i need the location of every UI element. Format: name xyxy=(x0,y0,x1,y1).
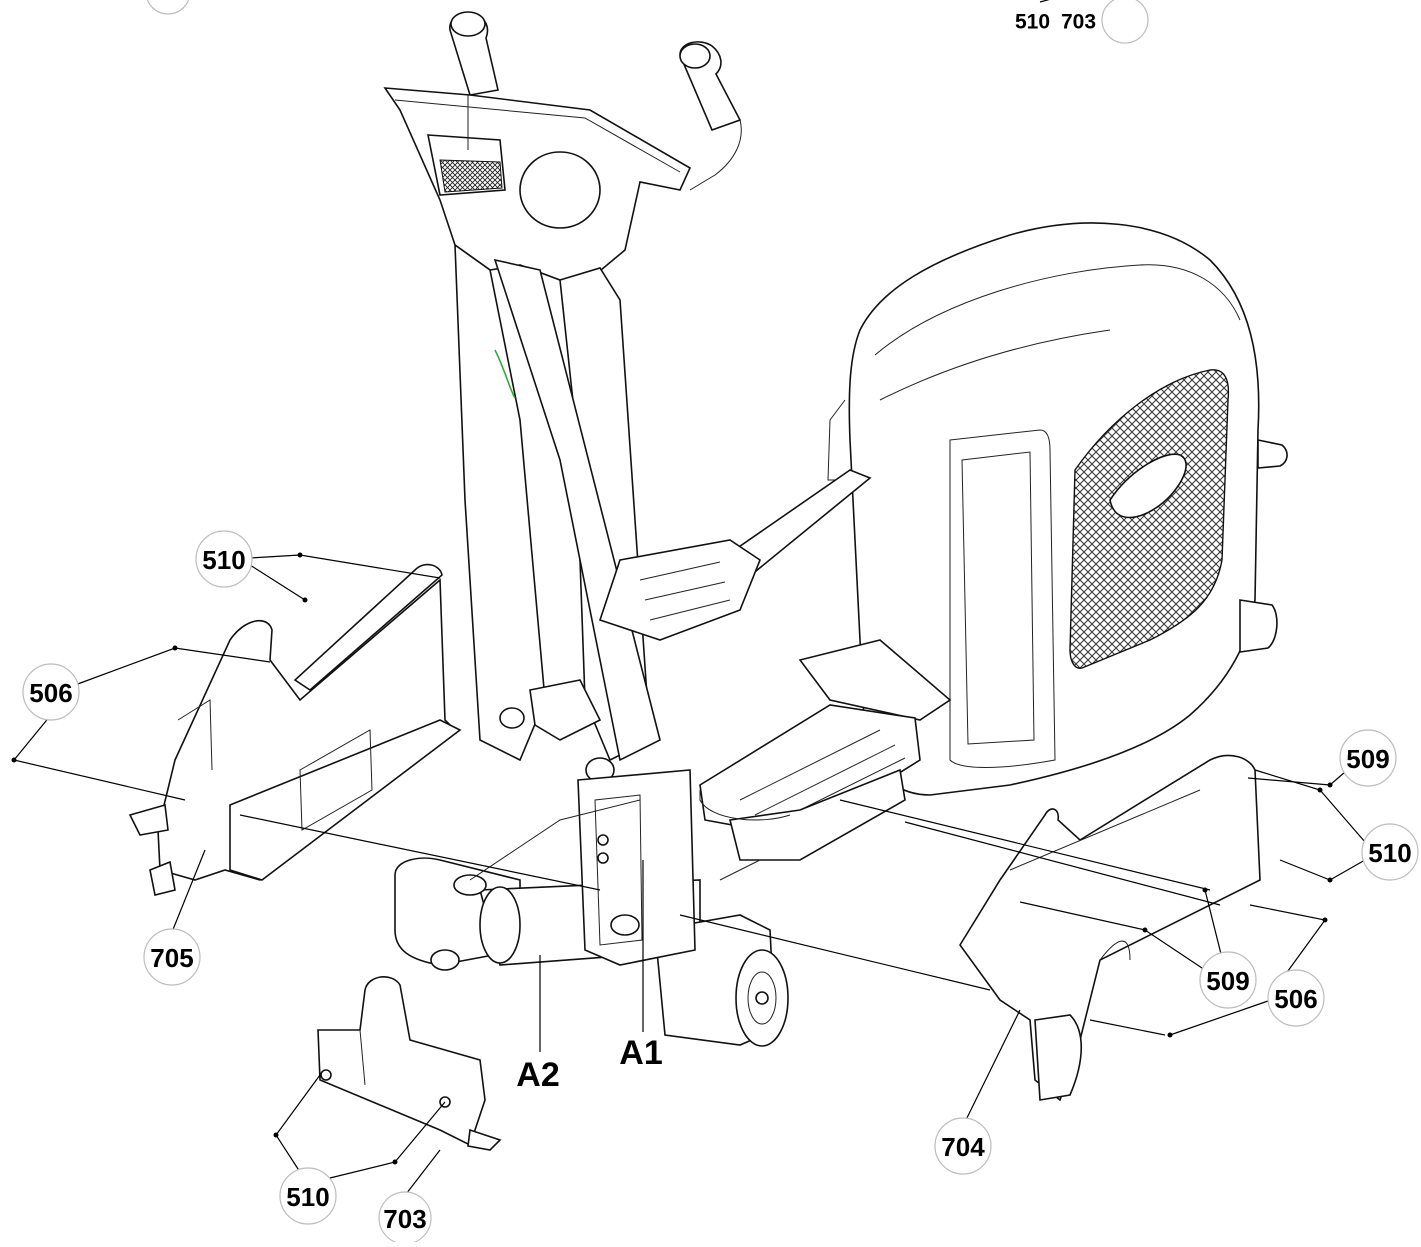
header-bubble-left-cropped xyxy=(146,0,190,15)
header-label-510: 510 xyxy=(1015,11,1050,34)
header-label-703: 703 xyxy=(1061,11,1096,34)
callout-text: 510 xyxy=(1368,838,1411,868)
pedal-lower xyxy=(699,704,921,861)
callout-510-right: 510 xyxy=(1361,823,1419,881)
assembly-label-a2: A2 xyxy=(516,1056,559,1094)
callout-509-upper: 509 xyxy=(1339,729,1397,787)
handlebars xyxy=(449,11,742,191)
header-empty-bubble xyxy=(1101,0,1149,44)
callout-506-right: 506 xyxy=(1267,969,1325,1027)
pedal-upper xyxy=(529,539,761,741)
callout-text: 509 xyxy=(1206,966,1249,996)
callout-510-left: 510 xyxy=(195,530,253,588)
callout-text: 506 xyxy=(29,678,72,708)
callout-509-lower: 509 xyxy=(1199,951,1257,1009)
part-705-left-cover xyxy=(128,563,462,896)
console-mast xyxy=(454,243,661,783)
assembly-label-a1: A1 xyxy=(619,1034,662,1072)
callout-text: 704 xyxy=(941,1132,985,1162)
main-housing xyxy=(827,222,1288,796)
front-stabilizer xyxy=(394,769,789,1047)
callout-text: 703 xyxy=(383,1204,426,1234)
callout-text: 509 xyxy=(1346,744,1389,774)
leader-lines xyxy=(11,552,1366,1199)
callout-510-bottom: 510 xyxy=(279,1167,337,1225)
part-704-right-cover xyxy=(959,754,1261,1102)
callout-506-left: 506 xyxy=(22,663,80,721)
part-703-front-cover xyxy=(317,976,502,1151)
callout-text: 705 xyxy=(150,943,193,973)
callout-703: 703 xyxy=(378,1191,432,1245)
callout-705: 705 xyxy=(143,928,201,986)
rear-rail xyxy=(718,469,952,721)
callout-text: 510 xyxy=(286,1182,329,1212)
console-head xyxy=(383,87,692,281)
callout-text: 506 xyxy=(1274,984,1317,1014)
header-callout: 510 703 xyxy=(1015,0,1149,44)
callout-704: 704 xyxy=(934,1117,992,1175)
callout-text: 510 xyxy=(202,545,245,575)
